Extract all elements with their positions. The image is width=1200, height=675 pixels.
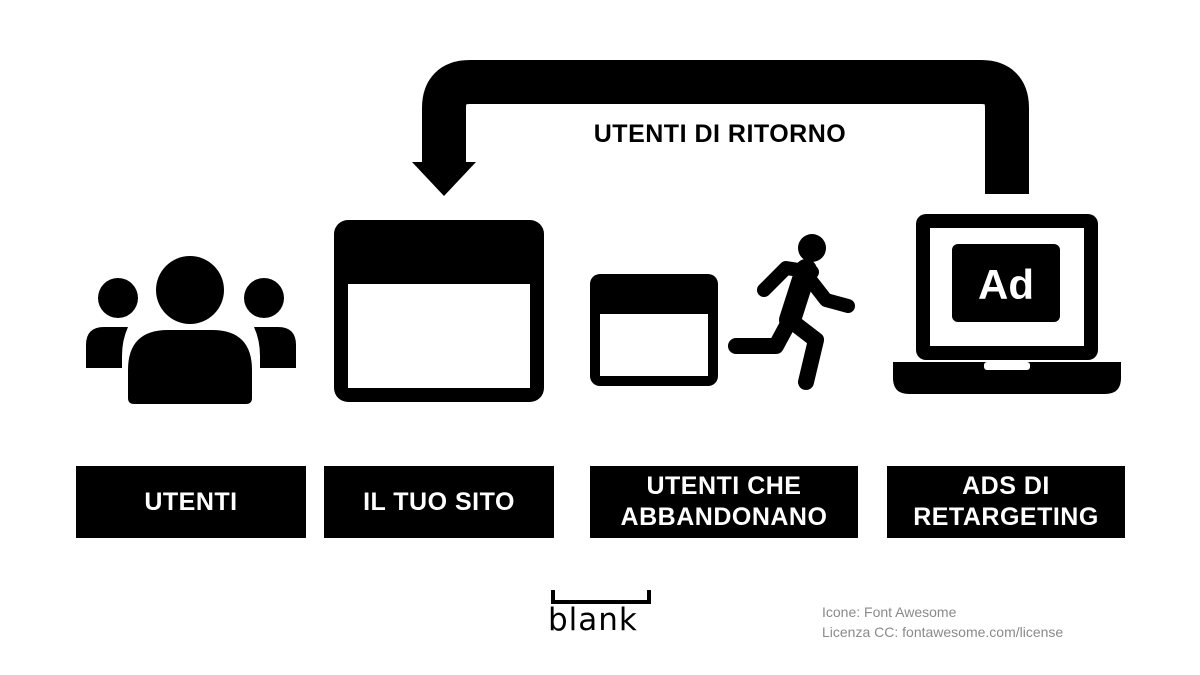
step-label-users: UTENTI: [76, 466, 306, 538]
ad-badge-text: Ad: [978, 261, 1034, 308]
brand-bracket: [551, 590, 651, 604]
step-label-abandoning-users: UTENTI CHE ABBANDONANO: [590, 466, 858, 538]
laptop-ad-icon: Ad: [893, 214, 1121, 394]
credits-line-icons: Icone: Font Awesome: [822, 604, 957, 620]
brand-logo: blank: [548, 588, 652, 648]
step-label-site: IL TUO SITO: [324, 466, 554, 538]
small-browser-window-icon: [590, 274, 718, 386]
step-label-retargeting-ads: ADS DI RETARGETING: [887, 466, 1125, 538]
credits-line-license: Licenza CC: fontawesome.com/license: [822, 624, 1064, 640]
browser-window-icon: [334, 220, 544, 402]
return-arrow-icon: [412, 60, 1029, 196]
users-icon: [86, 256, 296, 404]
credits: Icone: Font Awesome Licenza CC: fontawes…: [822, 602, 1063, 642]
running-person-icon: [728, 234, 855, 390]
brand-name: blank: [548, 602, 638, 638]
return-users-label: UTENTI DI RITORNO: [593, 120, 847, 148]
